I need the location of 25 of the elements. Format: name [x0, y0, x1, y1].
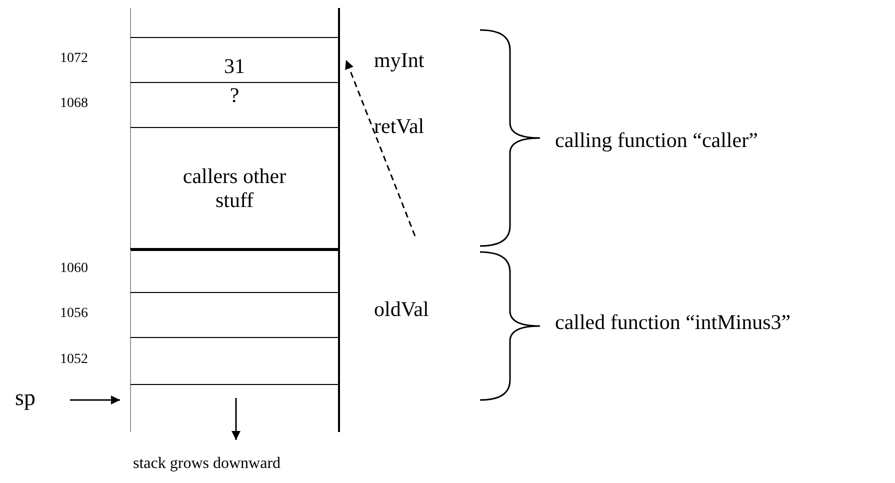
cell-value: ? — [230, 83, 240, 107]
stack-cell — [130, 128, 340, 248]
variable-label: myInt — [374, 48, 424, 73]
stack-cell — [130, 248, 340, 293]
stack-cell — [130, 385, 340, 432]
address-label: 1072 — [60, 50, 88, 66]
stack-cell — [130, 38, 340, 83]
cell-value: callers other stuff — [182, 164, 288, 212]
variable-label: retVal — [374, 114, 424, 139]
stack-cell — [130, 338, 340, 385]
arrow — [70, 396, 120, 404]
address-label: 1052 — [60, 352, 88, 368]
arrow — [345, 60, 416, 236]
variable-label: oldVal — [374, 297, 429, 322]
caption: stack grows downward — [133, 455, 281, 473]
cell-value: 31 — [224, 54, 245, 78]
address-label: 1056 — [60, 306, 88, 322]
address-label: 1060 — [60, 260, 88, 276]
stack-cell — [130, 293, 340, 338]
stack-cell — [130, 8, 340, 38]
brace-label: called function “intMinus3” — [555, 310, 791, 335]
brace-label: calling function “caller” — [555, 128, 758, 153]
address-label: 1068 — [60, 96, 88, 112]
pointer-label: sp — [15, 385, 36, 411]
stack-cell — [130, 83, 340, 128]
